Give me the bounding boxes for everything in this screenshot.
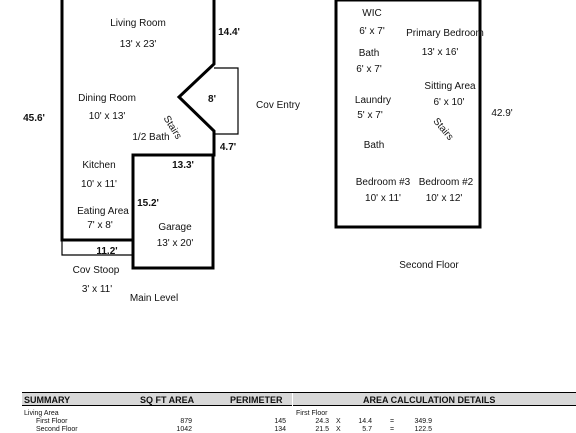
primary-bedroom-size: 13' x 16' (422, 47, 459, 58)
details-first-floor-title: First Floor (296, 410, 328, 417)
bath-lower-label: Bath (364, 140, 385, 151)
detail-2-a: 21.5 (315, 426, 329, 433)
header-summary: SUMMARY (24, 395, 71, 405)
detail-1-b: 14.4 (358, 418, 372, 425)
detail-1-result: 349.9 (414, 418, 432, 425)
half-bath-label: 1/2 Bath (132, 132, 169, 143)
upper-stairs-label: Stairs (430, 116, 455, 143)
details-header-row (293, 393, 576, 406)
bedroom-3-size: 10' x 11' (365, 193, 401, 204)
sitting-area-size: 6' x 10' (433, 97, 464, 108)
detail-2-b: 5.7 (362, 426, 372, 433)
detail-2-eq: = (390, 426, 395, 433)
dim-14-4: 14.4' (218, 27, 240, 38)
row-second-floor-name: Second Floor (36, 426, 78, 433)
eating-area-size: 7' x 8' (87, 220, 113, 231)
dim-4-7: 4.7' (220, 142, 236, 153)
garage-size: 13' x 20' (157, 238, 194, 249)
summary-header-row (22, 393, 292, 406)
sitting-area-label: Sitting Area (424, 81, 476, 92)
kitchen-size: 10' x 11' (81, 179, 117, 190)
detail-1-a: 24.3 (315, 418, 329, 425)
row-second-floor-area: 1042 (176, 426, 192, 433)
main-level-title: Main Level (130, 293, 178, 304)
header-sqft: SQ FT AREA (140, 395, 195, 405)
cov-entry-outline (214, 67, 239, 135)
dim-11-2: 11.2' (96, 246, 117, 257)
second-floor-outline (334, 0, 482, 229)
laundry-label: Laundry (355, 95, 391, 106)
detail-1-eq: = (390, 418, 395, 425)
cov-stoop-outline (61, 240, 133, 256)
living-area-label: Living Area (24, 410, 59, 417)
bedroom-2-size: 10' x 12' (426, 193, 463, 204)
primary-bedroom-label: Primary Bedroom (406, 28, 484, 39)
bedroom-3-label: Bedroom #3 (356, 177, 411, 188)
header-perimeter: PERIMETER (230, 395, 283, 405)
second-floor-height-dim: 42.9' (491, 108, 512, 119)
detail-1-op: X (336, 418, 341, 425)
dim-13-3: 13.3' (172, 160, 194, 171)
bedroom-2-label: Bedroom #2 (419, 177, 474, 188)
living-room-size: 13' x 23' (120, 39, 157, 50)
row-first-floor-name: First Floor (36, 418, 68, 425)
second-floor-title: Second Floor (399, 260, 459, 271)
garage-label: Garage (158, 222, 192, 233)
cov-entry-label: Cov Entry (256, 100, 300, 111)
cov-stoop-label: Cov Stoop (73, 265, 120, 276)
garage-outline (131, 155, 215, 270)
wic-label: WIC (362, 8, 381, 19)
bath-upper-label: Bath (359, 48, 380, 59)
detail-2-op: X (336, 426, 341, 433)
living-room-label: Living Room (110, 18, 166, 29)
laundry-size: 5' x 7' (357, 110, 383, 121)
row-first-floor-area: 879 (180, 418, 192, 425)
dim-8: 8' (208, 94, 216, 105)
row-second-floor-perimeter: 134 (274, 426, 286, 433)
dining-room-size: 10' x 13' (89, 111, 126, 122)
main-level-height-dim: 45.6' (23, 113, 45, 124)
eating-area-label: Eating Area (77, 206, 129, 217)
header-area-details: AREA CALCULATION DETAILS (363, 395, 496, 405)
kitchen-label: Kitchen (82, 160, 115, 171)
detail-2-result: 122.5 (414, 426, 432, 433)
cov-stoop-size: 3' x 11' (82, 284, 112, 295)
dim-15-2: 15.2' (137, 198, 159, 209)
bath-upper-size: 6' x 7' (356, 64, 382, 75)
row-first-floor-perimeter: 145 (274, 418, 286, 425)
main-level-walls (60, 0, 239, 270)
wic-size: 6' x 7' (359, 26, 385, 37)
dining-room-label: Dining Room (78, 93, 136, 104)
area-summary-table: SUMMARY SQ FT AREA PERIMETER AREA CALCUL… (22, 392, 576, 433)
